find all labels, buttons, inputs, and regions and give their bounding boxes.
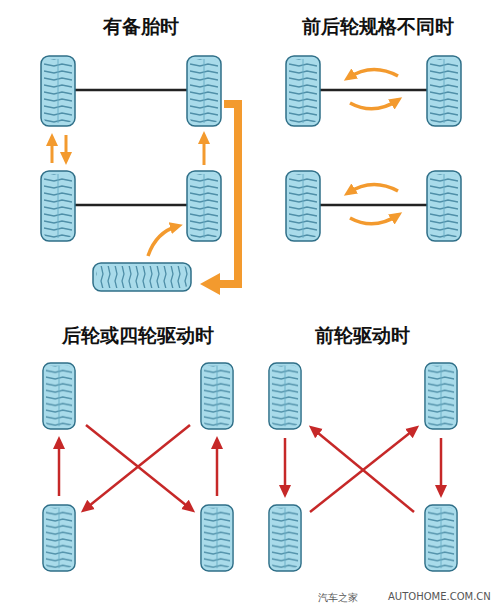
panel-heading: 前轮驱动时 — [315, 323, 410, 349]
swap-panel — [286, 56, 461, 241]
fwd-panel — [269, 363, 457, 571]
spare-panel — [41, 56, 238, 291]
watermark: 汽车之家 — [318, 591, 358, 605]
panel-heading: 后轮或四轮驱动时 — [62, 323, 214, 349]
watermark: AUTOHOME.COM.CN — [388, 591, 491, 602]
panel-heading: 有备胎时 — [103, 14, 179, 40]
panel-heading: 前后轮规格不同时 — [302, 14, 454, 40]
rwd-panel — [43, 363, 233, 571]
